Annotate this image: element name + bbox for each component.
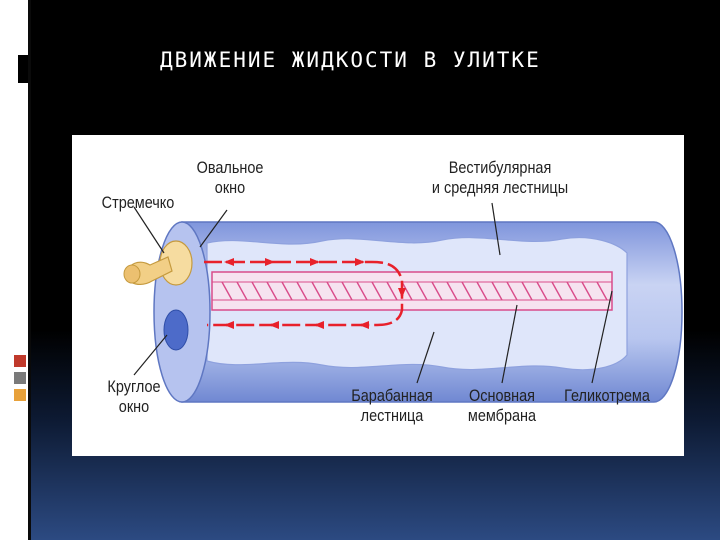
membrane-hatching — [221, 281, 608, 301]
label-round-window: Круглое окно — [107, 377, 161, 416]
diagram-panel: Овальное окно Стремечко Вестибулярная и … — [72, 135, 684, 456]
label-oval-window: Овальное окно — [196, 158, 264, 197]
slide-edge-line — [28, 0, 31, 540]
stapes-bone — [123, 240, 193, 286]
decor-square-black — [18, 55, 28, 83]
label-vestibular-scala: Вестибулярная и средняя лестницы — [431, 158, 569, 197]
flow-arrows — [204, 258, 406, 329]
slide-left-edge — [0, 0, 28, 540]
decor-square-gray — [14, 372, 26, 384]
cochlea-diagram — [123, 202, 683, 403]
label-helicotrema: Геликотрема — [564, 386, 650, 405]
label-basilar-membrane: Основная мембрана — [467, 386, 537, 425]
basilar-membrane — [211, 271, 613, 311]
label-tympanic-scala: Барабанная лестница — [351, 386, 433, 425]
decor-square-orange — [14, 389, 26, 401]
decor-square-red — [14, 355, 26, 367]
leader-lines — [133, 202, 613, 384]
label-stapes: Стремечко — [101, 193, 175, 212]
slide-title: ДВИЖЕНИЕ ЖИДКОСТИ В УЛИТКЕ — [160, 48, 541, 72]
round-window — [163, 309, 189, 351]
